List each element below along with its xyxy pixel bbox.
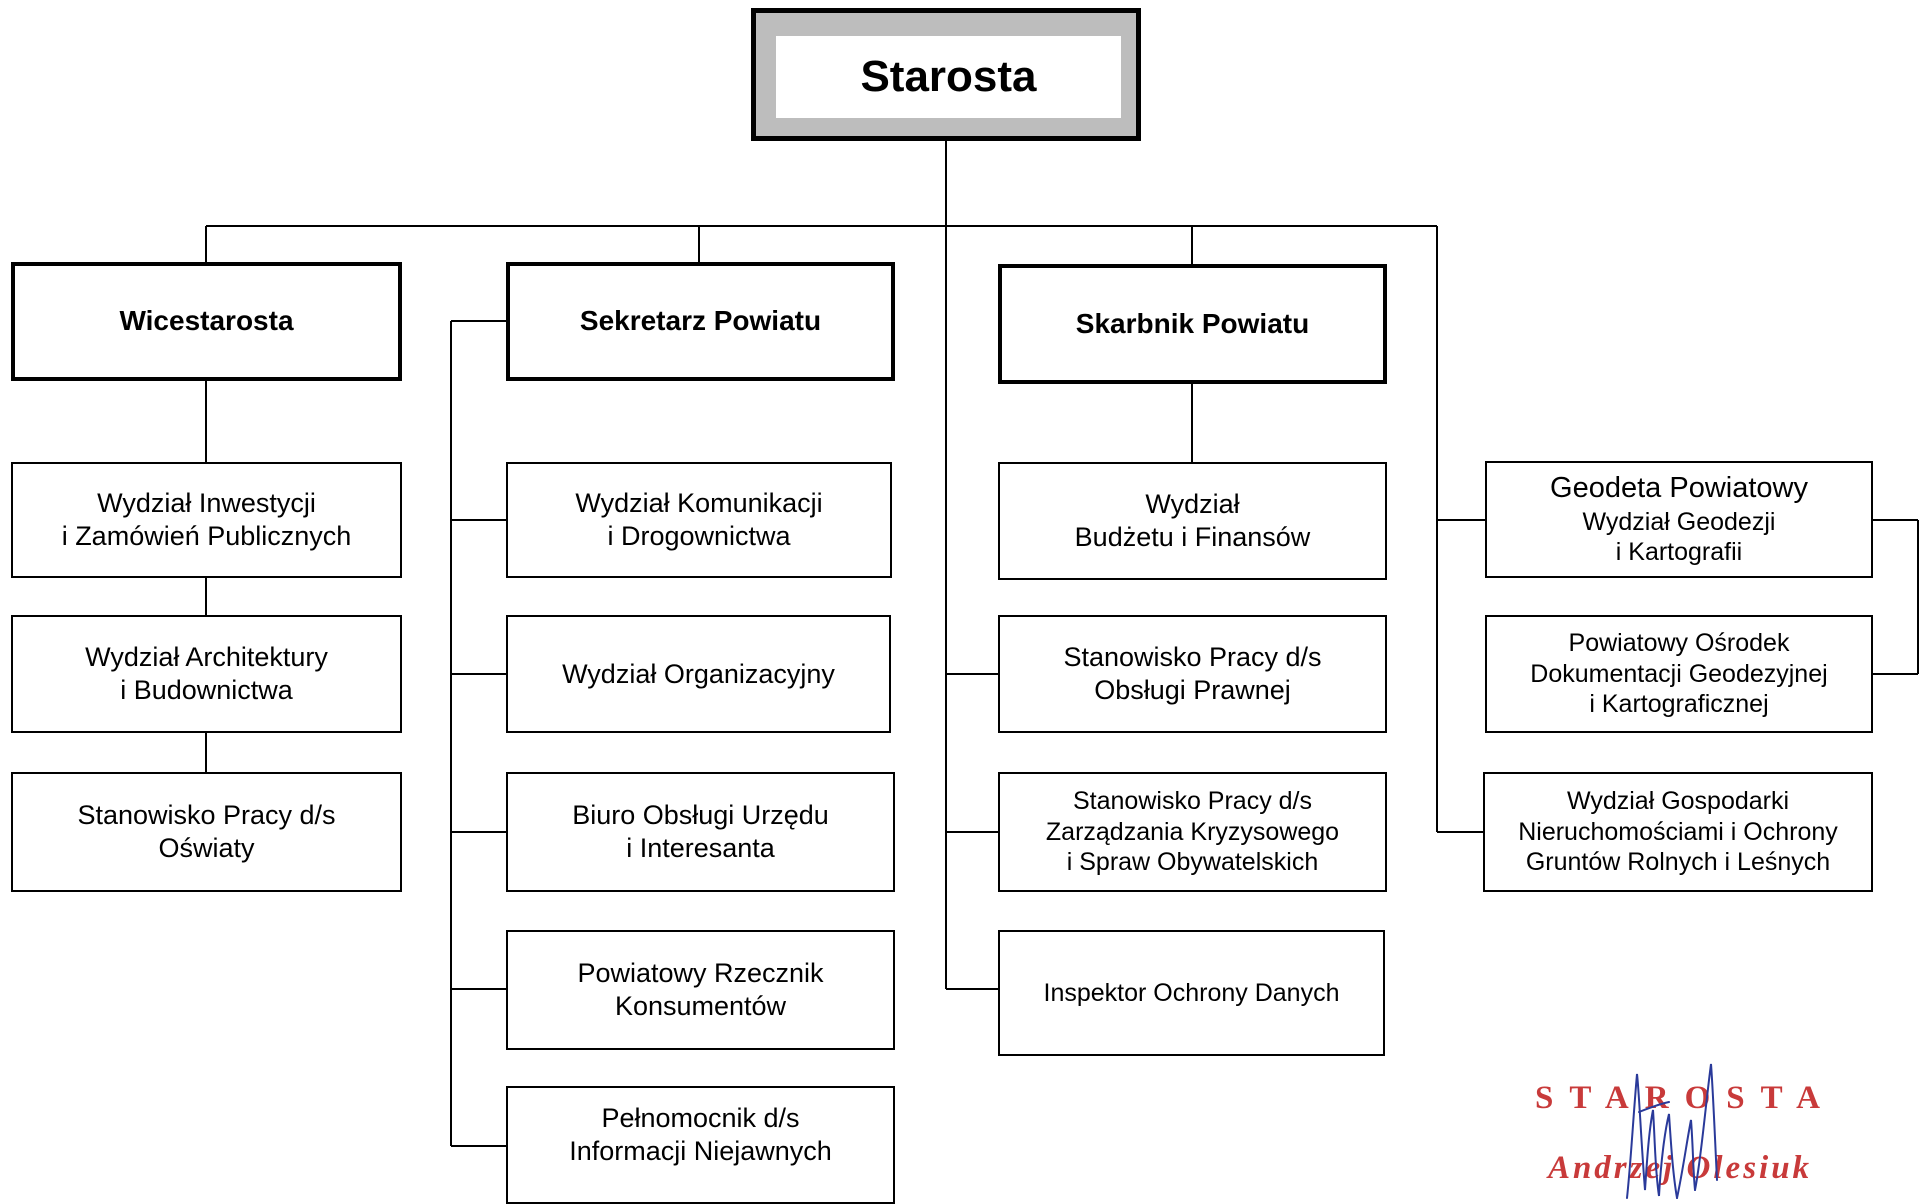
unit-box: Wydział Gospodarki Nieruchomościami i Oc…: [1483, 772, 1873, 892]
wicestarosta-box: Wicestarosta: [11, 262, 402, 381]
unit-label-line: Wydział Architektury: [85, 642, 328, 673]
unit-label-line: Informacji Niejawnych: [569, 1135, 832, 1166]
unit-label-line: Konsumentów: [614, 991, 787, 1021]
unit-box: Pełnomocnik d/s Informacji Niejawnych: [506, 1086, 895, 1204]
unit-box: Wydział Organizacyjny: [506, 615, 891, 733]
unit-label-line: Zarządzania Kryzysowego: [1045, 817, 1340, 846]
unit-label-line: Nieruchomościami i Ochrony: [1518, 817, 1838, 846]
unit-label-line: Powiatowy Rzecznik: [577, 958, 824, 989]
unit-label-line: i Zamówień Publicznych: [61, 521, 352, 551]
wicestarosta-label: Wicestarosta: [119, 305, 294, 337]
unit-label-line: Geodeta Powiatowy: [1550, 472, 1808, 505]
signature: [1626, 1063, 1718, 1199]
unit-label-line: Oświaty: [158, 833, 255, 863]
unit-box: Inspektor Ochrony Danych: [998, 930, 1385, 1056]
unit-box: Powiatowy Ośrodek Dokumentacji Geodezyjn…: [1485, 615, 1873, 733]
stamp-name: Andrzej Olesiuk: [1547, 1150, 1813, 1186]
unit-box: Wydział Komunikacji i Drogownictwa: [506, 462, 892, 578]
unit-box: Stanowisko Pracy d/s Zarządzania Kryzyso…: [998, 772, 1387, 892]
unit-box: Wydział Architektury i Budownictwa: [11, 615, 402, 733]
sekretarz-label: Sekretarz Powiatu: [579, 305, 822, 337]
unit-label-line: Stanowisko Pracy d/s: [1073, 787, 1312, 816]
unit-box: Powiatowy Rzecznik Konsumentów: [506, 930, 895, 1050]
unit-label-line: Wydział Inwestycji: [97, 488, 316, 519]
official-stamp: STAROSTA Andrzej Olesiuk: [1535, 1050, 1825, 1200]
unit-label-line: i Interesanta: [626, 833, 775, 863]
unit-label-line: Dokumentacji Geodezyjnej: [1530, 659, 1828, 688]
unit-label-line: Wydział Organizacyjny: [562, 658, 835, 689]
unit-label-line: Stanowisko Pracy d/s: [77, 800, 336, 831]
unit-label-line: Obsługi Prawnej: [1094, 675, 1291, 705]
starosta-label: Starosta: [776, 36, 1121, 118]
unit-label-line: Pełnomocnik d/s: [601, 1103, 800, 1133]
unit-label-line: i Drogownictwa: [607, 521, 791, 551]
unit-label-line: Gruntów Rolnych i Leśnych: [1525, 848, 1831, 877]
unit-label-line: Biuro Obsługi Urzędu: [572, 800, 829, 831]
unit-label-line: i Kartograficznej: [1589, 690, 1769, 719]
unit-label-line: Wydział Gospodarki: [1566, 787, 1790, 816]
unit-label-line: Budżetu i Finansów: [1074, 522, 1311, 552]
unit-box: Geodeta Powiatowy Wydział Geodezji i Kar…: [1485, 461, 1873, 578]
stamp-title: STAROSTA: [1535, 1080, 1836, 1116]
unit-label-line: i Budownictwa: [120, 675, 293, 705]
unit-label-line: Stanowisko Pracy d/s: [1063, 642, 1322, 673]
unit-box: Wydział Budżetu i Finansów: [998, 462, 1387, 580]
unit-box: Stanowisko Pracy d/s Obsługi Prawnej: [998, 615, 1387, 733]
sekretarz-box: Sekretarz Powiatu: [506, 262, 895, 381]
unit-box: Stanowisko Pracy d/s Oświaty: [11, 772, 402, 892]
unit-label-line: i Kartografii: [1615, 538, 1743, 567]
unit-label-line: Wydział: [1145, 489, 1240, 520]
unit-label-line: Inspektor Ochrony Danych: [1043, 978, 1340, 1007]
skarbnik-label: Skarbnik Powiatu: [1075, 307, 1310, 339]
unit-label-line: Wydział Geodezji: [1582, 507, 1776, 536]
unit-label-line: i Spraw Obywatelskich: [1066, 848, 1319, 877]
unit-label-line: Wydział Komunikacji: [575, 488, 823, 519]
unit-box: Wydział Inwestycji i Zamówień Publicznyc…: [11, 462, 402, 578]
skarbnik-box: Skarbnik Powiatu: [998, 264, 1387, 384]
unit-box: Biuro Obsługi Urzędu i Interesanta: [506, 772, 895, 892]
unit-label-line: Powiatowy Ośrodek: [1568, 629, 1790, 658]
starosta-box: Starosta: [751, 8, 1141, 141]
